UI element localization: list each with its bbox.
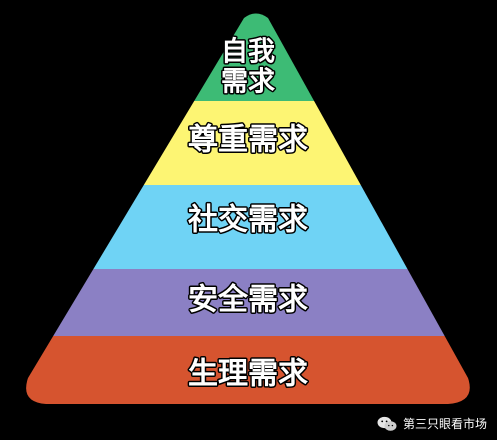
label-physiological: 生理需求: [188, 357, 308, 392]
label-self-line2: 需求: [221, 67, 275, 98]
watermark: 第三只眼看市场: [377, 415, 487, 432]
label-self-line1: 自我: [221, 36, 275, 68]
label-esteem: 尊重需求: [188, 123, 308, 158]
label-safety: 安全需求: [188, 283, 308, 318]
label-social: 社交需求: [188, 203, 308, 238]
layer-physiological: [26, 336, 470, 404]
layer-safety: [26, 269, 470, 336]
watermark-text: 第三只眼看市场: [402, 417, 487, 431]
wechat-icon: [377, 416, 397, 431]
